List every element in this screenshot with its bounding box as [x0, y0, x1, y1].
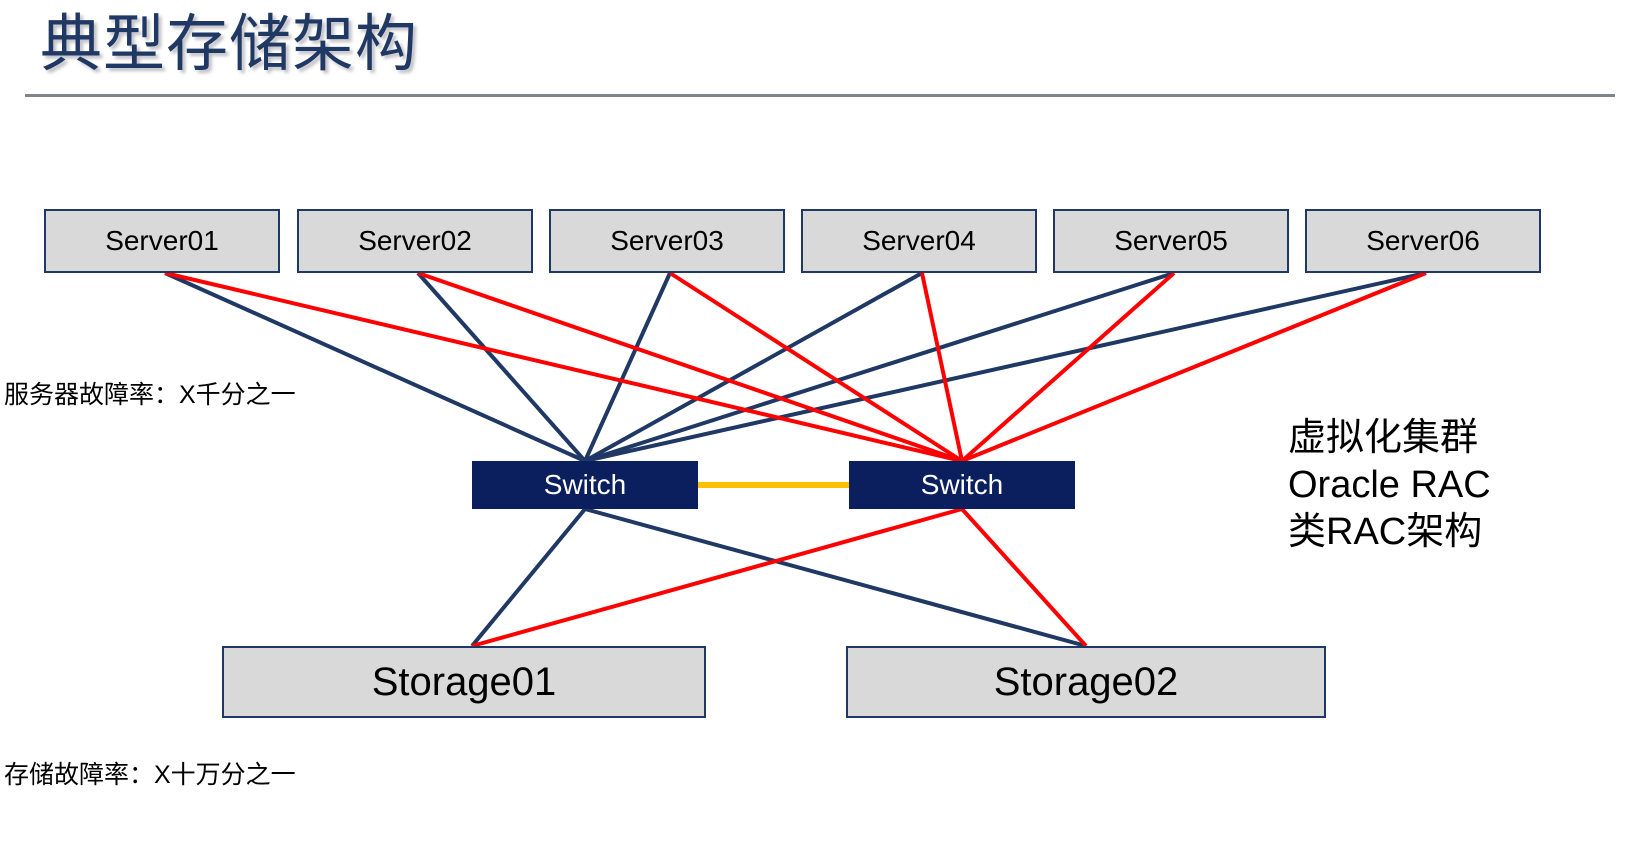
server-to-switch-right-link: [668, 271, 964, 463]
switch-box-right[interactable]: Switch: [849, 461, 1075, 509]
storage-label: Storage02: [993, 659, 1179, 704]
switch-to-storage-navy-link: [584, 507, 1087, 648]
storage-failure-rate-note: 存储故障率：X十万分之一: [4, 761, 296, 789]
server-box-3[interactable]: Server03: [549, 209, 785, 273]
server-to-switch-left-link: [584, 271, 1175, 463]
switch-to-storage-red-link: [471, 507, 963, 648]
switch-label: Switch: [920, 469, 1004, 500]
storage-box-2[interactable]: Storage02: [846, 646, 1326, 718]
server-to-switch-right-link: [164, 271, 963, 463]
server-failure-rate-note: 服务器故障率：X千分之一: [4, 381, 296, 409]
server-label: Server03: [610, 225, 724, 256]
server-label: Server02: [358, 225, 472, 256]
server-label: Server01: [105, 225, 219, 256]
server-box-6[interactable]: Server06: [1305, 209, 1541, 273]
page-title: 典型存储架构: [40, 10, 419, 79]
server-to-switch-left-link: [164, 271, 586, 463]
server-label: Server06: [1366, 225, 1480, 256]
server-box-2[interactable]: Server02: [297, 209, 533, 273]
cluster-note-line-3: 类RAC架构: [1288, 511, 1483, 553]
server-to-switch-left-link: [416, 271, 587, 463]
server-box-4[interactable]: Server04: [801, 209, 1037, 273]
server-box-5[interactable]: Server05: [1053, 209, 1289, 273]
server-to-switch-right-link: [920, 272, 964, 462]
cluster-note-line-1: 虚拟化集群: [1288, 417, 1479, 459]
storage-label: Storage01: [371, 659, 557, 704]
server-to-switch-right-link: [417, 271, 963, 463]
switch-box-left[interactable]: Switch: [472, 461, 698, 509]
server-to-switch-left-link: [584, 271, 923, 463]
server-label: Server04: [862, 225, 976, 256]
switch-to-storage-navy-link: [470, 507, 587, 648]
server-box-1[interactable]: Server01: [44, 209, 280, 273]
server-to-switch-left-link: [583, 272, 672, 462]
switch-to-storage-red-link: [960, 507, 1088, 648]
server-to-switch-right-link: [960, 271, 1176, 463]
title-divider: [25, 94, 1615, 97]
cluster-note-line-2: Oracle RAC: [1288, 464, 1491, 506]
storage-box-1[interactable]: Storage01: [222, 646, 706, 718]
server-label: Server05: [1114, 225, 1228, 256]
switch-label: Switch: [543, 469, 627, 500]
